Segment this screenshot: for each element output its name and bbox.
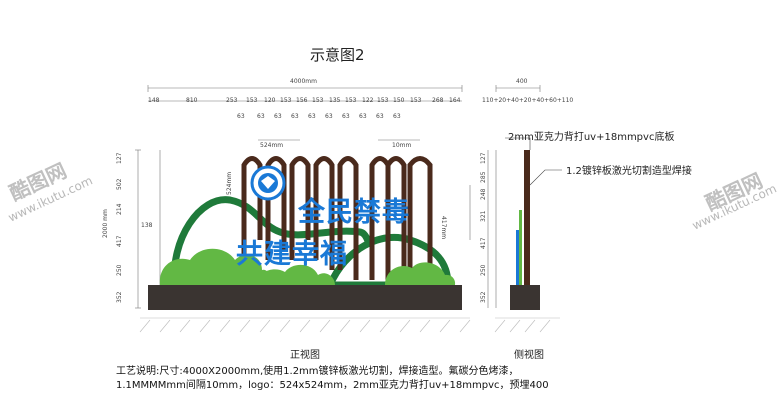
logo-emblem-shield — [261, 176, 275, 189]
side-pvc-layer — [519, 210, 522, 285]
side-steel-panel — [524, 150, 530, 285]
dim-top-0: 148 — [148, 97, 160, 104]
light-green-bush-middle — [255, 264, 335, 285]
dim-sub-4: 63 — [308, 113, 316, 120]
side-dim-4: 417 — [480, 237, 487, 249]
dim-sub-9: 63 — [393, 113, 401, 120]
dim-top-8: 135 — [329, 97, 341, 104]
dim-top-11: 153 — [377, 97, 389, 104]
light-green-bush-left — [159, 248, 271, 285]
dim-top-9: 153 — [345, 97, 357, 104]
dim-sub-5: 63 — [325, 113, 333, 120]
slogan-line-1: 全民禁毒 — [298, 197, 410, 228]
logo-height-label: 524mm — [226, 171, 233, 195]
left-dim-1: 502 — [116, 178, 123, 190]
dim-top-15: 164 — [449, 97, 461, 104]
dim-sub-2: 63 — [274, 113, 282, 120]
brown-rod-loops — [241, 156, 433, 280]
dim-top-13: 153 — [410, 97, 422, 104]
side-base — [510, 285, 540, 310]
front-view-label: 正视图 — [290, 350, 320, 361]
side-width-label: 400 — [516, 78, 528, 85]
side-sub-dims: 110+20+40+20+40+60+110 — [482, 97, 574, 104]
side-view-label: 侧视图 — [514, 350, 544, 361]
callout-steel: 1.2镀锌板激光切割造型焊接 — [566, 166, 692, 177]
side-dim-1: 285 — [480, 171, 487, 183]
dim-sub-8: 63 — [376, 113, 384, 120]
front-top-dimension-lines — [135, 85, 471, 309]
side-dimension-lines — [487, 85, 541, 308]
dim-top-14: 268 — [432, 97, 444, 104]
left-dim-3: 417 — [116, 235, 123, 247]
overall-width-label: 4000mm — [290, 78, 317, 85]
dim-top-10: 122 — [362, 97, 374, 104]
gap-label: 10mm — [392, 142, 412, 149]
side-dim-2: 248 — [480, 188, 487, 200]
side-dim-0: 127 — [480, 152, 487, 164]
right-height-label: 417mm — [440, 216, 447, 240]
dim-top-4: 120 — [264, 97, 276, 104]
dim-top-1: 810 — [186, 97, 198, 104]
dim-top-2: 253 — [226, 97, 238, 104]
left-dim-0: 127 — [116, 152, 123, 164]
side-dim-5: 250 — [480, 264, 487, 276]
description-line-2: 1.1MMMMmm间隔10mm，logo：524x524mm，2mm亚克力背打u… — [116, 380, 549, 391]
left-dim-2: 214 — [116, 203, 123, 215]
callout-leaders — [505, 137, 562, 186]
inner-dim-label: 138 — [141, 222, 153, 229]
dim-top-5: 153 — [280, 97, 292, 104]
side-dim-6: 352 — [480, 291, 487, 303]
total-height-label: 2000 mm — [102, 209, 109, 238]
description-line-1: 工艺说明:尺寸:4000X2000mm,使用1.2mm镀锌板激光切割，焊接造型。… — [116, 366, 519, 377]
side-acrylic-layer — [516, 230, 519, 285]
dim-sub-0: 63 — [237, 113, 245, 120]
diagram-title: 示意图2 — [310, 46, 365, 64]
dim-top-12: 150 — [393, 97, 405, 104]
dim-sub-3: 63 — [291, 113, 299, 120]
logo-width-label: 524mm — [260, 142, 284, 149]
dim-top-6: 156 — [296, 97, 308, 104]
left-dim-4: 250 — [116, 264, 123, 276]
dim-top-3: 153 — [246, 97, 258, 104]
dim-sub-1: 63 — [257, 113, 265, 120]
dim-sub-6: 63 — [342, 113, 350, 120]
side-dim-3: 321 — [480, 210, 487, 222]
dim-sub-7: 63 — [359, 113, 367, 120]
light-green-bush-right — [385, 262, 456, 285]
slogan-line-2: 共建幸福 — [236, 239, 348, 270]
left-dim-5: 352 — [116, 291, 123, 303]
dim-top-7: 153 — [312, 97, 324, 104]
front-base — [148, 285, 462, 310]
callout-acrylic: 2mm亚克力背打uv+18mmpvc底板 — [508, 132, 675, 143]
ground-hatch — [139, 317, 560, 333]
